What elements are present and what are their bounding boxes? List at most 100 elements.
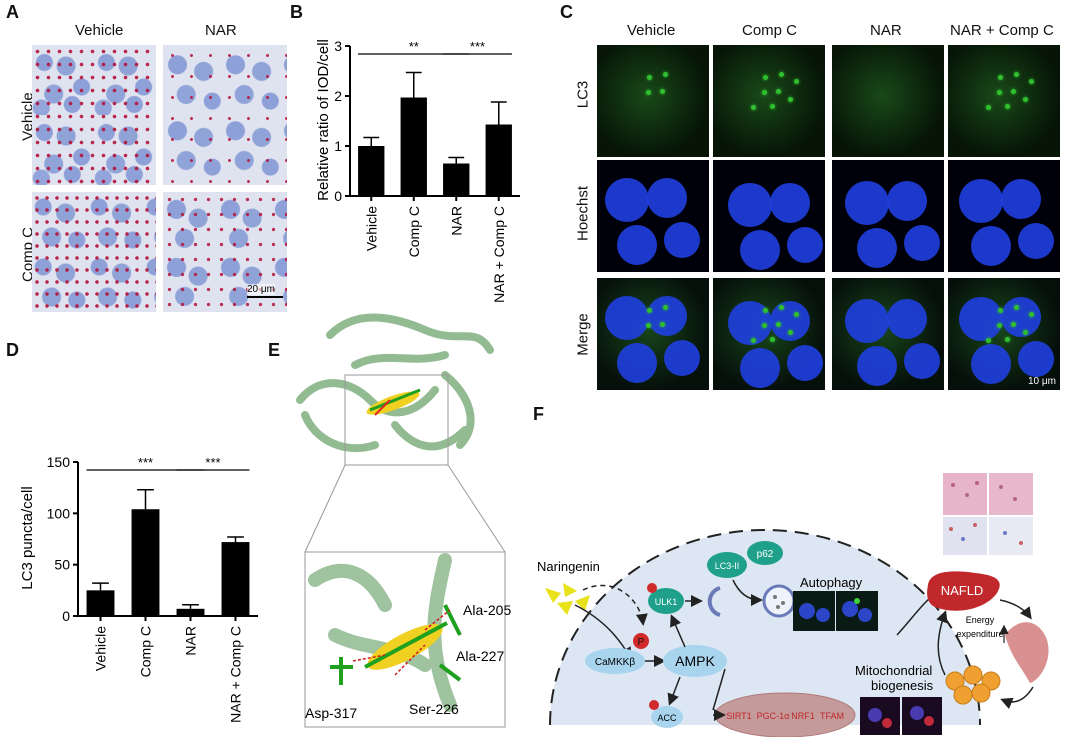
naringenin-icon <box>545 583 590 615</box>
lc3-punctum <box>997 90 1002 95</box>
panel-letter-a: A <box>6 2 19 22</box>
panel-a-scale-label: 20 μm <box>247 284 275 295</box>
lc3-punctum <box>998 308 1003 313</box>
lc3-punctum <box>986 338 991 343</box>
panel-c-col-nar-compc: NAR + Comp C <box>950 22 1054 39</box>
panel-c-row-merge: Merge <box>574 313 592 356</box>
fluorescence-lc3-compc <box>713 45 825 157</box>
lc3ii-node <box>707 552 747 578</box>
nucleus <box>1001 297 1041 337</box>
lc3-punctum <box>751 338 756 343</box>
nucleus <box>904 343 940 379</box>
ulk1-label: ULK1 <box>655 597 678 607</box>
acc-label: ACC <box>657 713 677 723</box>
residue-asp317: Asp-317 <box>305 705 357 721</box>
nucleus <box>887 299 927 339</box>
panel-c-col-vehicle: Vehicle <box>627 22 676 39</box>
residue-ser226: Ser-226 <box>409 701 459 717</box>
panel-c-col-compc: Comp C <box>742 22 798 39</box>
panel-b-ytick-label: 3 <box>334 38 342 54</box>
panel-letter-e: E <box>268 340 281 360</box>
nucleus <box>904 225 940 261</box>
pathway-nrf1: NRF1 <box>791 711 815 721</box>
nucleus <box>664 340 700 376</box>
lc3-punctum <box>770 337 775 342</box>
panel-b-ytick-label: 0 <box>334 188 342 204</box>
pathway-sirt1: SIRT1 <box>726 711 751 721</box>
lc3ii-label: LC3-II <box>715 561 740 571</box>
lc3-punctum <box>1011 322 1016 327</box>
fluorescence-lc3-nar <box>832 45 944 157</box>
panel-letter-b: B <box>290 2 303 22</box>
nucleus <box>647 178 687 218</box>
fluorescence-hoechst-nar-compc <box>948 160 1060 272</box>
ulk1-node <box>648 588 684 614</box>
ampk-node <box>663 645 727 677</box>
lc3-punctum <box>663 72 668 77</box>
lc3-punctum <box>1005 104 1010 109</box>
fluorescence-lc3-vehicle <box>597 45 709 157</box>
energy-label: Energy <box>966 615 995 625</box>
naringenin-label: Naringenin <box>537 559 600 574</box>
lc3-punctum <box>1029 79 1034 84</box>
camkkb-node <box>585 648 645 674</box>
panel-c-scale-bar <box>1031 390 1057 392</box>
lc3-punctum <box>646 323 651 328</box>
fluorescence-merge-nar-compc <box>948 278 1060 390</box>
panel-letter-d: D <box>6 340 19 360</box>
lc3-punctum <box>663 305 668 310</box>
histology-compc-vehicle <box>32 192 156 312</box>
panel-b-ytick-label: 2 <box>334 88 342 104</box>
phagophore-icon <box>707 586 721 617</box>
panel-letter-f: F <box>533 404 544 424</box>
pathway-tfam: TFAM <box>820 711 844 721</box>
muscle-icon <box>1005 622 1049 683</box>
phospho-ampk-label: P <box>638 637 645 648</box>
nucleus <box>857 228 897 268</box>
lc3-punctum <box>647 308 652 313</box>
lc3-punctum <box>779 72 784 77</box>
panel-b-xtick-label: Vehicle <box>363 206 379 251</box>
panel-d-ytick-label: 50 <box>54 557 70 573</box>
nucleus <box>617 343 657 383</box>
panel-b-xtick-label: NAR <box>448 206 464 236</box>
lc3-punctum <box>794 79 799 84</box>
nucleus <box>770 301 810 341</box>
panel-a-col-nar: NAR <box>205 22 237 39</box>
fluorescence-merge-nar <box>832 278 944 390</box>
phospho-acc-icon <box>649 700 659 710</box>
nucleus <box>787 227 823 263</box>
panel-b-bar <box>443 163 470 196</box>
lc3-punctum <box>762 323 767 328</box>
nucleus <box>1018 223 1054 259</box>
lc3-punctum <box>986 105 991 110</box>
panel-d-xtick-label: NAR + Comp C <box>228 626 244 723</box>
nucleus <box>664 222 700 258</box>
lc3-punctum <box>788 97 793 102</box>
fluorescence-lc3-nar-compc <box>948 45 1060 157</box>
camkkb-label: CaMKKβ <box>595 657 635 668</box>
liver-histology-4 <box>989 517 1033 555</box>
panel-a-scale-bar <box>247 296 283 298</box>
lc3-punctum <box>646 90 651 95</box>
panel-d-xtick-label: NAR <box>183 626 199 656</box>
nucleus <box>857 346 897 386</box>
lc3-punctum <box>1014 305 1019 310</box>
lc3-punctum <box>660 322 665 327</box>
panel-b-sig-label: *** <box>470 39 485 54</box>
lc3-punctum <box>1029 312 1034 317</box>
residue-ala205: Ala-205 <box>463 602 511 618</box>
lc3-punctum <box>788 330 793 335</box>
nucleus <box>617 225 657 265</box>
nucleus <box>605 178 649 222</box>
panel-b-xtick-label: Comp C <box>406 206 422 257</box>
lc3-punctum <box>763 75 768 80</box>
fluorescence-hoechst-compc <box>713 160 825 272</box>
protein-overview <box>296 313 494 453</box>
nucleus <box>887 181 927 221</box>
nucleus <box>740 230 780 270</box>
ligand-overview <box>366 388 421 416</box>
lc3-punctum <box>647 75 652 80</box>
lc3-punctum <box>1011 89 1016 94</box>
lc3-punctum <box>660 89 665 94</box>
